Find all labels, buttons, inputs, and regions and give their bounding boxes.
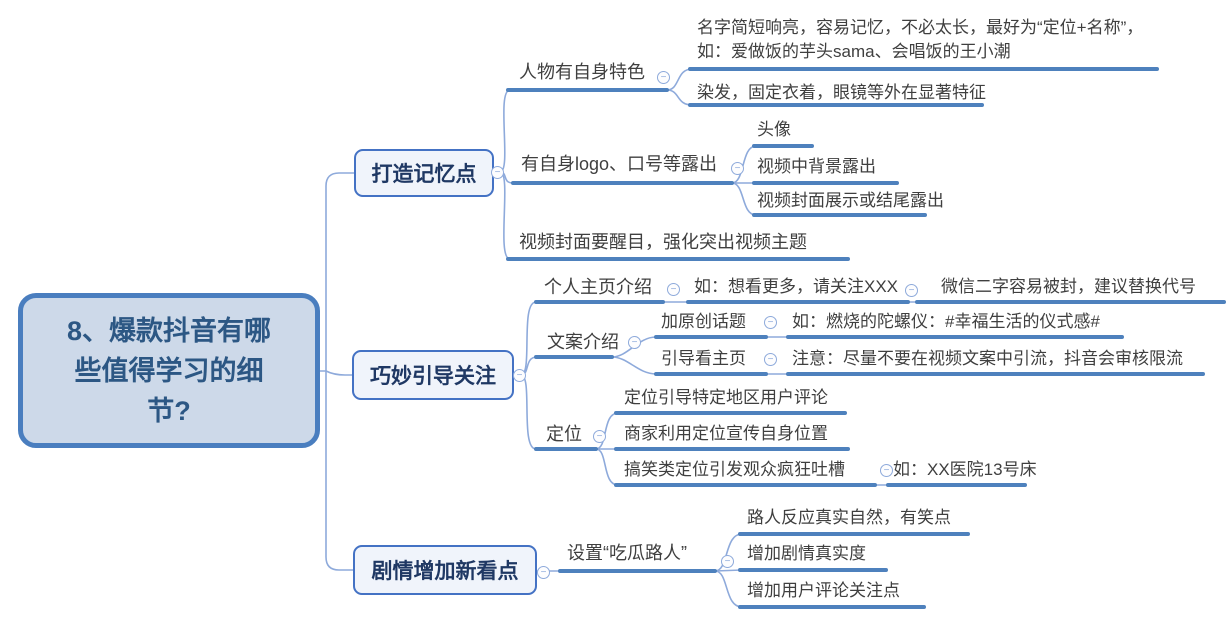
topic-shangjia-dingwei[interactable]: 商家利用定位宣传自身位置 (624, 424, 828, 443)
branch-dazao-jiyidian[interactable]: 打造记忆点 (354, 149, 494, 197)
branch-underlines (506, 67, 1226, 609)
topic-zengjia-zhenshidu[interactable]: 增加剧情真实度 (747, 544, 866, 563)
collapse-icon-n2c3[interactable]: − (880, 464, 893, 477)
topic-tuoluoyi-example[interactable]: 如：燃烧的陀螺仪：#幸福生活的仪式感# (792, 312, 1100, 331)
topic-yindao-kan-zhuye[interactable]: 引导看主页 (661, 349, 746, 368)
collapse-icon-n2c[interactable]: − (593, 430, 606, 443)
topic-renwu-tese[interactable]: 人物有自身特色 (519, 62, 645, 82)
collapse-icon-b1[interactable]: − (491, 166, 504, 179)
branch-qiaomiao-yindao-guanzhu[interactable]: 巧妙引导关注 (352, 350, 514, 400)
collapse-icon-n1b[interactable]: − (731, 162, 744, 175)
topic-touxiang[interactable]: 头像 (757, 120, 791, 139)
topic-fengmian-xingmu[interactable]: 视频封面要醒目，强化突出视频主题 (519, 232, 807, 252)
topic-zengjia-guanzhudian[interactable]: 增加用户评论关注点 (747, 581, 900, 600)
collapse-icon-n2b2[interactable]: − (764, 353, 777, 366)
topic-jia-yuanchuang-huati[interactable]: 加原创话题 (661, 312, 746, 331)
topic-luren-fanying[interactable]: 路人反应真实自然，有笑点 (747, 508, 951, 527)
collapse-icon-b2[interactable]: − (513, 369, 526, 382)
topic-ranfa-tezheng[interactable]: 染发，固定衣着，眼镜等外在显著特征 (697, 83, 986, 102)
topic-beijing-luchu[interactable]: 视频中背景露出 (757, 157, 876, 176)
collapse-icon-n1a[interactable]: − (657, 71, 670, 84)
topic-shezhi-chigua-luren[interactable]: 设置“吃瓜路人” (567, 543, 687, 563)
branch-juqing-xin-kandian[interactable]: 剧情增加新看点 (353, 545, 537, 595)
collapse-icon-n2a1[interactable]: − (905, 284, 918, 297)
topic-wenan-jieshao[interactable]: 文案介绍 (547, 332, 619, 352)
collapse-icon-b3[interactable]: − (537, 566, 550, 579)
collapse-icon-n2b[interactable]: − (628, 336, 641, 349)
topic-weixin-daihao[interactable]: 微信二字容易被封，建议替换代号 (941, 277, 1196, 296)
topic-logo-kouhao[interactable]: 有自身logo、口号等露出 (521, 154, 718, 174)
topic-geren-zhuye[interactable]: 个人主页介绍 (544, 277, 652, 297)
topic-dingwei-pinglun[interactable]: 定位引导特定地区用户评论 (624, 388, 828, 407)
topic-mingzi-jianduan[interactable]: 名字简短响亮，容易记忆，不必太长，最好为“定位+名称”， 如：爱做饭的芋头sam… (697, 18, 1144, 61)
topic-xiangkan-gengduo[interactable]: 如：想看更多，请关注XXX (694, 277, 899, 296)
topic-zhuyi-yinliu[interactable]: 注意：尽量不要在视频文案中引流，抖音会审核限流 (792, 349, 1183, 368)
root-topic[interactable]: 8、爆款抖音有哪 些值得学习的细 节? (18, 293, 320, 448)
topic-fengmian-jiewei[interactable]: 视频封面展示或结尾露出 (757, 191, 944, 210)
topic-gaoxiao-dingwei[interactable]: 搞笑类定位引发观众疯狂吐槽 (624, 460, 845, 479)
collapse-icon-n2b1[interactable]: − (764, 316, 777, 329)
topic-dingwei[interactable]: 定位 (546, 424, 582, 444)
collapse-icon-n2a[interactable]: − (667, 283, 680, 296)
collapse-icon-n3a[interactable]: − (721, 555, 734, 568)
topic-yiyuan-example[interactable]: 如：XX医院13号床 (893, 460, 1037, 479)
